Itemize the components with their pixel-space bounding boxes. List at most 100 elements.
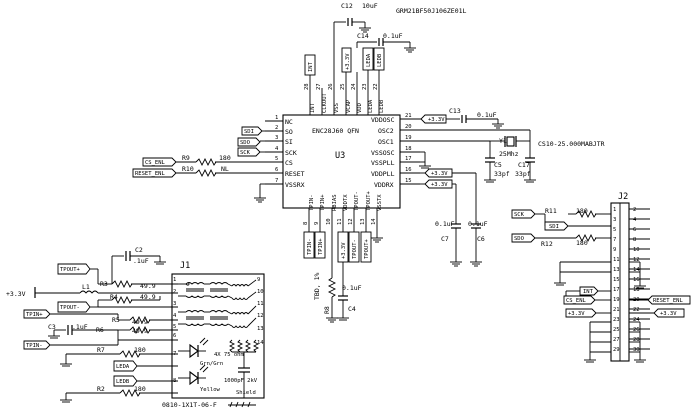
u3-ref: U3	[335, 151, 345, 161]
j1-shield-label: Shield	[236, 390, 256, 396]
u3-pin21-name: VDDOSC	[371, 116, 395, 124]
u3-pin9-name: TPIN+	[320, 194, 326, 211]
u3-top-pins: 28 27 26 25 24 23 22 INT CLKOUT VSS VCAP…	[304, 83, 385, 115]
j1-led-green: Grn/Grn	[178, 337, 223, 367]
u3-bottom-pins: 8 9 10 11 12 13 14 TPIN- TPIN+ RBIAS VDD…	[303, 190, 383, 232]
r7-value: 180	[134, 346, 146, 354]
u3-pin22-num: 22	[373, 83, 379, 90]
u3-pin17-name: VSSPLL	[371, 159, 395, 167]
j1-pin13: 13	[257, 326, 264, 332]
spi-signals: SDI SDO SCK CS_ENL R9 180 RESET_ENL R10 …	[132, 126, 266, 203]
net-flag-int: INT	[308, 61, 314, 72]
j1-pin10: 10	[257, 289, 264, 295]
u3-pin28-name: INT	[310, 102, 316, 113]
u3-pin18-num: 18	[405, 146, 412, 152]
u3-pin7-num: 7	[275, 178, 278, 184]
u3-ic: U3 ENC28J60 QFN 1 2 3 4 5 6 7 NC SO SI S…	[265, 83, 420, 232]
j2-pin-label: 18	[633, 287, 640, 293]
u3-pin20-name: OSC2	[378, 127, 394, 135]
net-flag-tpout-p-j1: TPOUT+	[60, 267, 81, 273]
u3-pin19-name: OSC1	[378, 138, 394, 146]
j1-resnet-count: 4X 75 ohm	[214, 352, 244, 358]
net-flag-reset-enl: RESET_ENL	[135, 171, 165, 177]
l1-ref: L1	[82, 283, 90, 291]
j1-grn-label: Grn/Grn	[200, 361, 223, 367]
j2-pin-label: 7	[613, 237, 616, 243]
u3-pin10-name: RBIAS	[332, 194, 338, 211]
r10-ref: R10	[182, 165, 194, 173]
c2-ref: C2	[135, 246, 143, 254]
u3-pin27-name: CLKOUT	[322, 92, 328, 113]
y1-freq: 25Mhz	[499, 150, 519, 158]
j1-pin2: 2	[173, 289, 176, 295]
net-flag-v33-j2-left: +3.3V	[568, 311, 585, 317]
u3-pin28-num: 28	[304, 83, 310, 90]
j2-pins: 1357911131517192123252729246810121416182…	[613, 207, 650, 353]
j2-pin-label: 17	[613, 287, 620, 293]
j2-pin-label: 10	[633, 247, 640, 253]
u3-pin21-num: 21	[405, 113, 412, 119]
u3-pin19-num: 19	[405, 135, 412, 141]
u3-pin22-name: LEDB	[379, 99, 385, 113]
net-flag-v33-vdd: +3.3V	[345, 53, 351, 70]
net-flag-reset-enl-j2: RESET_ENL	[653, 298, 683, 304]
u3-pin26-name: VSS	[334, 103, 340, 113]
u3-pin12-num: 12	[348, 218, 354, 225]
u3-right-pins: 21 20 19 18 17 16 15 VDDOSC OSC2 OSC1 VS…	[371, 113, 420, 189]
r3-value: 49.9	[140, 282, 156, 290]
net-flag-cs-enl-j2: CS_ENL	[566, 298, 587, 304]
u3-pin14-name: VSSTX	[377, 194, 383, 211]
c4-value: 0.1uF	[342, 284, 362, 292]
net-flag-tpout-p: TPOUT+	[364, 238, 370, 259]
r5-ref: R5	[112, 316, 120, 324]
j2-pin-label: 30	[633, 347, 640, 353]
net-flag-ledb-j1: LEDB	[116, 379, 130, 385]
j1-pin11: 11	[257, 301, 264, 307]
u3-pin14-num: 14	[371, 218, 377, 225]
top-net-flags: INT +3.3V LEDA LEDB C12 10uF GRM21BF50J1…	[304, 2, 467, 95]
j2-pin-label: 25	[613, 327, 620, 333]
u3-pin1-name: NC	[285, 118, 293, 126]
u3-pin23-num: 23	[362, 83, 368, 90]
r9-value: 180	[219, 154, 231, 162]
u3-pin11-num: 11	[337, 218, 343, 225]
u3-pin3-name: SI	[285, 138, 293, 146]
u3-pin4-name: SCK	[285, 149, 297, 157]
j1-magjack: J1 1 2 3 4 5 6 7 8 9 10 11 12 13 14	[162, 261, 265, 409]
u3-left-pins: 1 2 3 4 5 6 7 NC SO SI SCK CS RESET VSSR…	[265, 115, 305, 189]
u3-pin26-num: 26	[328, 83, 334, 90]
j1-pin4: 4	[173, 313, 177, 319]
net-flag-tpout-m-j1: TPOUT-	[60, 305, 80, 311]
c6-value: 0.1uF	[468, 220, 488, 228]
c2-value: .1uF	[133, 257, 149, 265]
j1-led-yellow: Yellow	[178, 364, 221, 393]
j2-pin-label: 26	[633, 327, 640, 333]
u3-pin11-name: VDDTX	[343, 194, 349, 211]
u3-pin25-name: VCAP	[346, 99, 352, 113]
u3-pin27-num: 27	[316, 83, 322, 90]
transformer-tx	[178, 279, 257, 300]
r4-ref: R4	[110, 293, 118, 301]
u3-pin7-name: VSSRX	[285, 181, 305, 189]
j2-pin-label: 9	[613, 247, 616, 253]
j2-pin-label: 13	[613, 267, 620, 273]
u3-pin6-num: 6	[275, 167, 278, 173]
net-flag-tpin-p-j1: TPIN+	[26, 312, 43, 318]
j2-pin-label: 5	[613, 227, 616, 233]
u3-pin5-num: 5	[275, 156, 278, 162]
y1-ref: Y1	[499, 137, 507, 145]
j2-pin-label: 4	[633, 217, 637, 223]
j2-pin-label: 19	[613, 297, 620, 303]
net-flag-ledb: LEDB	[377, 53, 383, 67]
net-flag-tpin-p: TPIN+	[318, 238, 324, 255]
u3-pin8-name: TPIN-	[309, 194, 315, 211]
r2-ref: R2	[97, 385, 105, 393]
net-flag-leda: LEDA	[366, 53, 372, 67]
c14-ref: C14	[357, 32, 369, 40]
j2-header: J2 1357911131517192123252729246810121416…	[511, 192, 691, 363]
c3-value: .1uF	[72, 323, 88, 331]
u3-pin6-name: RESET	[285, 170, 305, 178]
j2-pin-label: 15	[613, 277, 620, 283]
transformer-rx	[178, 305, 257, 328]
c13-ref: C13	[449, 107, 461, 115]
